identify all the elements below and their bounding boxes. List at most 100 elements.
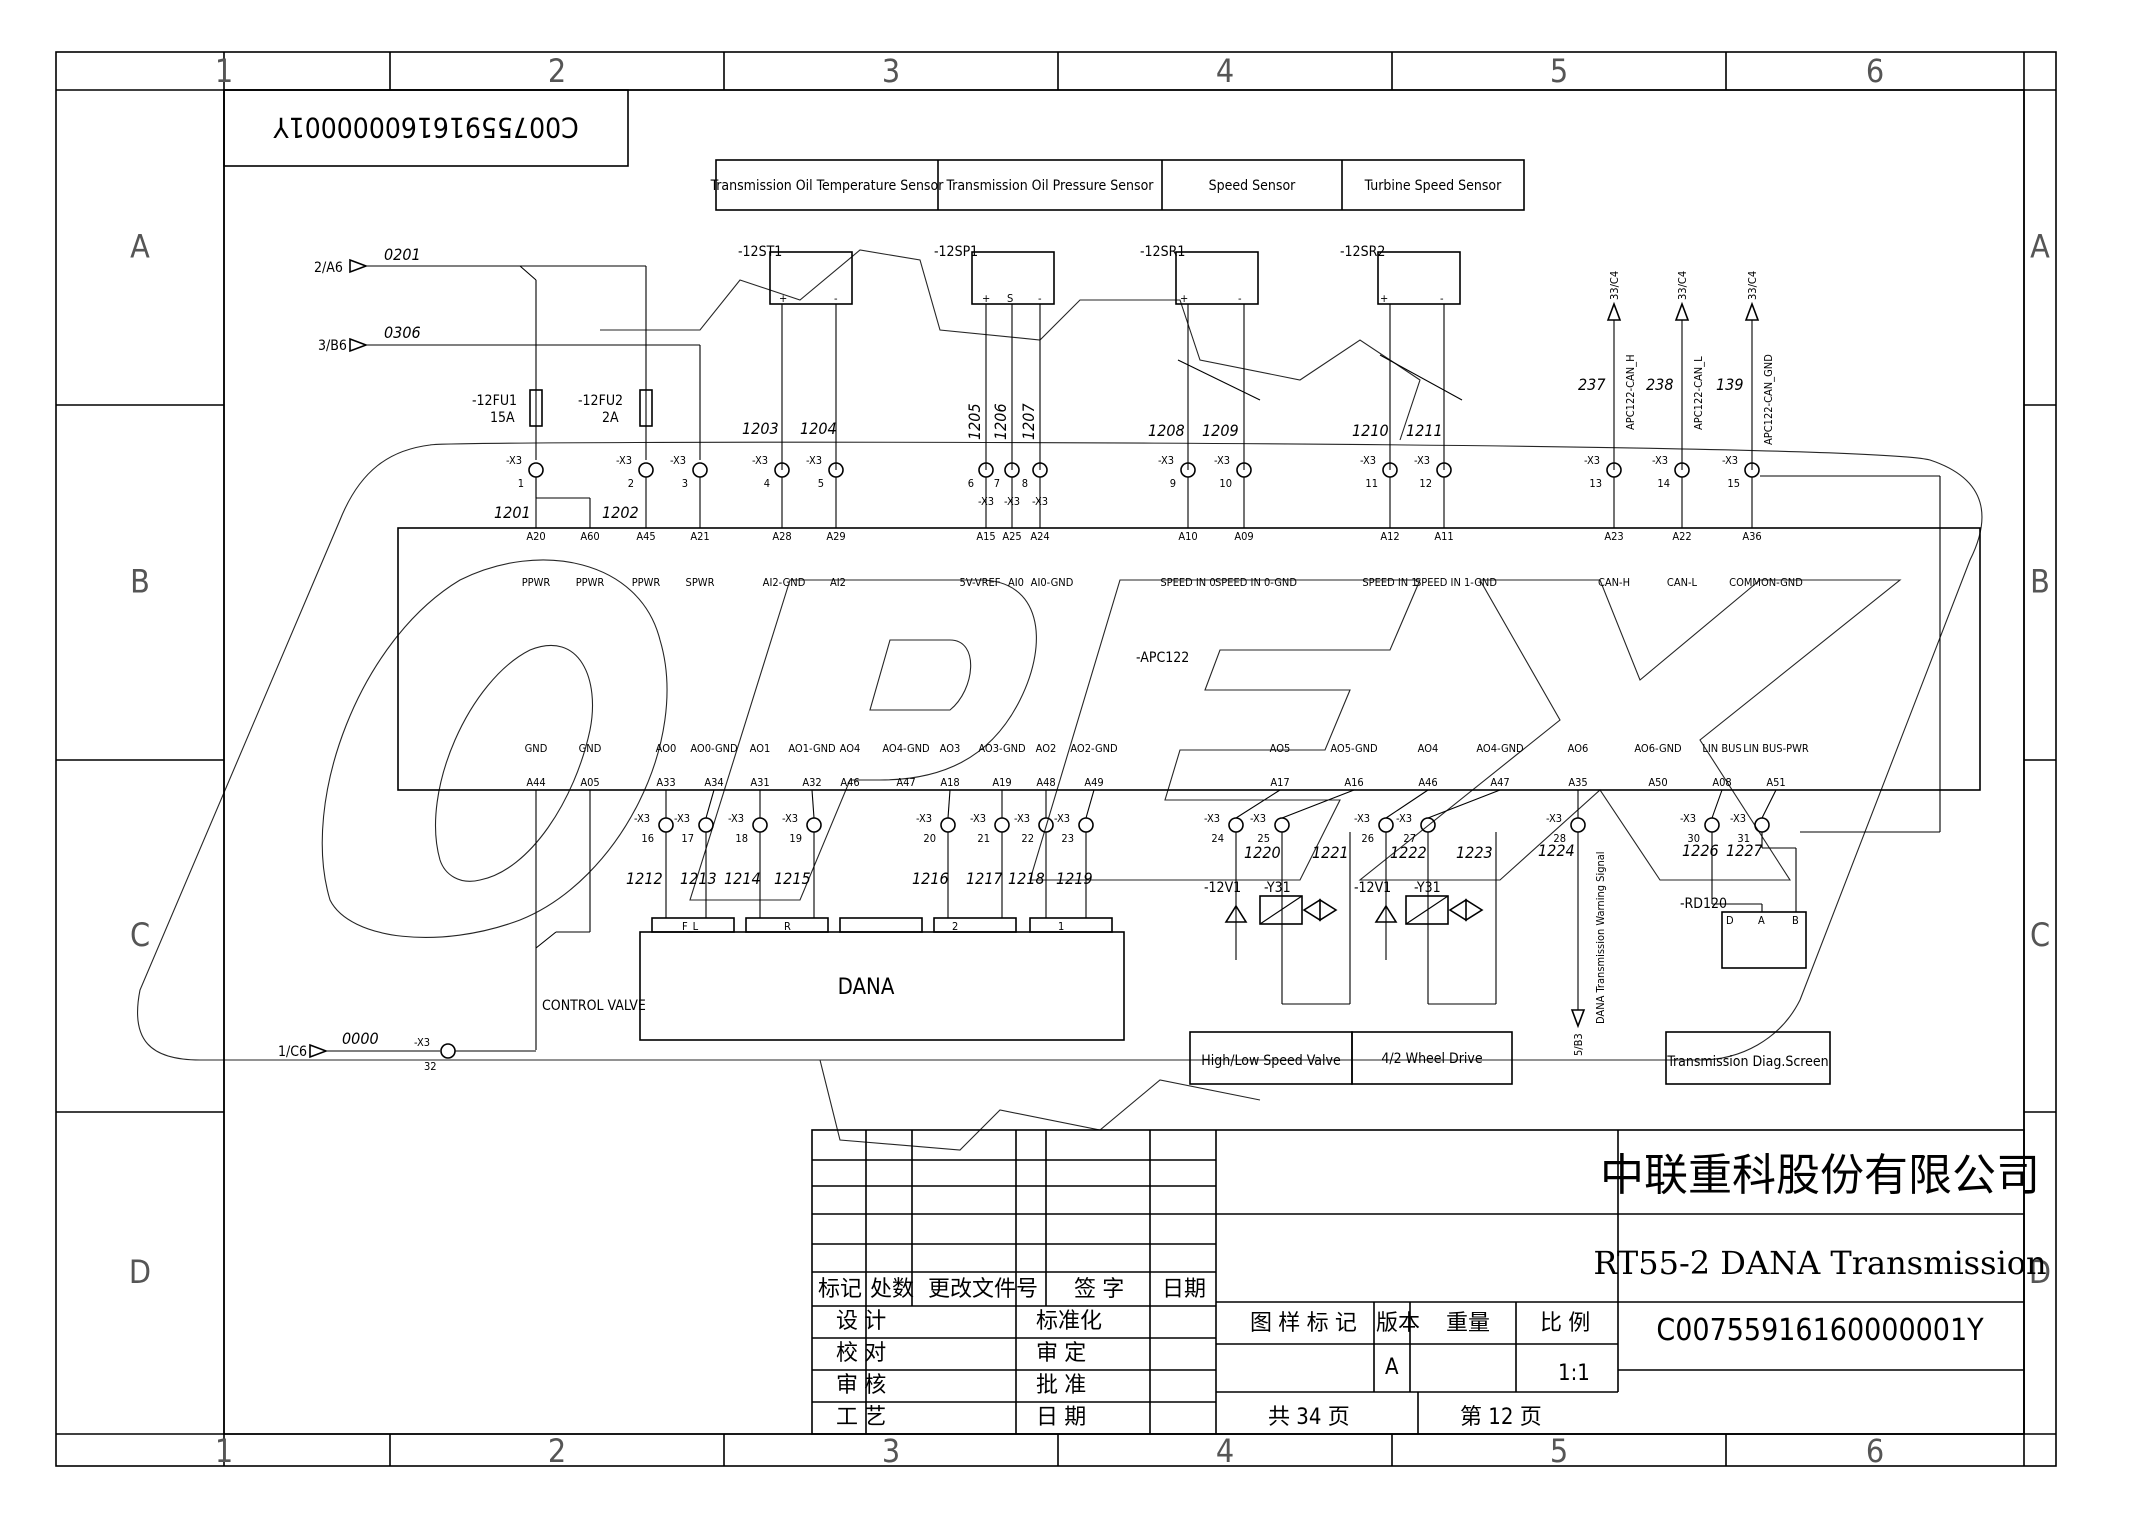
controller-signal-top: SPEED IN 0-GND bbox=[1215, 576, 1297, 589]
controller-signal-top: COMMON-GND bbox=[1729, 576, 1803, 589]
warning-signal-label: DANA Transmission Warning Signal bbox=[1594, 851, 1607, 1024]
wire-number: 1205 bbox=[965, 403, 984, 440]
can-signal: APC122-CAN_GND bbox=[1762, 354, 1775, 445]
controller-signal-bottom: AO5 bbox=[1270, 742, 1291, 755]
controller-signal-top: SPEED IN 1-GND bbox=[1415, 576, 1497, 589]
row-standard: 标准化 bbox=[1036, 1309, 1102, 1334]
drawing-title: RT55-2 DANA Transmission bbox=[1593, 1244, 2046, 1282]
wire-number: 1214 bbox=[724, 869, 761, 888]
terminal-number: 9 bbox=[1170, 477, 1176, 490]
sensor-label-speed: Speed Sensor bbox=[1209, 178, 1296, 194]
terminal-number: 12 bbox=[1419, 477, 1432, 490]
can-h-ref: 33/C4 237 APC122-CAN_H bbox=[1578, 271, 1637, 470]
can-outputs: 33/C4 237 APC122-CAN_H 33/C4 238 APC122-… bbox=[1578, 271, 1775, 470]
terminal-wire bbox=[1085, 789, 1095, 819]
zone-column-label: 5 bbox=[1550, 1432, 1568, 1470]
sensor-12SR2: -12SR2 + - bbox=[1340, 244, 1463, 470]
terminal-wire bbox=[811, 789, 815, 819]
terminal-number: 17 bbox=[681, 832, 694, 845]
terminal-x3-label: -X3 bbox=[1730, 812, 1746, 825]
terminal-x3 bbox=[1228, 817, 1244, 833]
zone-row-label: D bbox=[129, 1253, 151, 1291]
terminal-x3-label: -X3 bbox=[916, 812, 932, 825]
can-sheet-ref: 33/C4 bbox=[1608, 271, 1621, 300]
controller-pin-top: A22 bbox=[1672, 530, 1691, 543]
controller-pin-top: A09 bbox=[1234, 530, 1253, 543]
terminal-x3-label: -X3 bbox=[634, 812, 650, 825]
rd120-ref: -RD120 bbox=[1680, 896, 1727, 912]
zone-column-label: 2 bbox=[548, 1432, 566, 1470]
warning-sheet-ref: 5/B3 bbox=[1572, 1033, 1585, 1056]
terminal-x3-label: -X3 bbox=[1414, 454, 1430, 467]
controller-pin-bottom: A47 bbox=[896, 776, 915, 789]
zone-column-label: 1 bbox=[215, 52, 233, 90]
rd120-pin-d: D bbox=[1726, 914, 1734, 927]
row-authorize: 批 准 bbox=[1036, 1373, 1086, 1398]
pin-label: S bbox=[1007, 292, 1013, 305]
can-gnd-ref: 33/C4 139 APC122-CAN_GND bbox=[1716, 271, 1775, 470]
controller-signal-bottom: AO3-GND bbox=[978, 742, 1026, 755]
power-ref-2: 3/B6 bbox=[318, 338, 347, 354]
row-process: 工 艺 bbox=[836, 1405, 886, 1430]
scale-label: 比 例 bbox=[1540, 1311, 1590, 1336]
controller-pin-bottom: A50 bbox=[1648, 776, 1667, 789]
bottom-terminal-row: -X316-X317-X318-X319-X320-X321-X322-X323… bbox=[634, 789, 1777, 845]
dana-pin-fl: F_L bbox=[682, 920, 699, 933]
top-terminal-row: -X31-X32-X33-X34-X35-X36-X37-X38-X39-X31… bbox=[506, 454, 1760, 528]
can-wire: 238 bbox=[1646, 375, 1673, 394]
controller-signal-top: SPWR bbox=[686, 576, 715, 589]
terminal-number: 2 bbox=[628, 477, 634, 490]
controller-ref: -APC122 bbox=[1136, 650, 1189, 666]
terminal-number: 21 bbox=[977, 832, 990, 845]
terminal-x3-label: -X3 bbox=[782, 812, 798, 825]
wire-number: 1219 bbox=[1056, 869, 1093, 888]
terminal-number: 7 bbox=[994, 477, 1000, 490]
controller-pin-bottom: A16 bbox=[1344, 776, 1363, 789]
controller-pin-bottom: A49 bbox=[1084, 776, 1103, 789]
sensor-label-turbine-speed: Turbine Speed Sensor bbox=[1364, 178, 1502, 194]
version-value: A bbox=[1385, 1355, 1399, 1380]
controller-signal-top: 5V-VREF bbox=[960, 576, 1001, 589]
zone-column-label: 2 bbox=[548, 52, 566, 90]
zone-column-label: 1 bbox=[215, 1432, 233, 1470]
rev-header-count: 处数 bbox=[870, 1277, 914, 1302]
terminal-wire bbox=[1281, 789, 1355, 819]
terminal-number: 27 bbox=[1403, 832, 1416, 845]
wire-number: 1210 bbox=[1352, 421, 1389, 440]
terminal-x3-label: -X3 bbox=[1584, 454, 1600, 467]
can-sheet-ref: 33/C4 bbox=[1676, 271, 1689, 300]
wire-number: 1201 bbox=[494, 503, 531, 522]
controller-signal-bottom: AO4-GND bbox=[1476, 742, 1524, 755]
wire-number: 1207 bbox=[1019, 403, 1038, 440]
valve-ref-12v1-right: -12V1 bbox=[1354, 880, 1391, 896]
opex-watermark-logo bbox=[136, 249, 1983, 1151]
controller-signal-top: AI0-GND bbox=[1031, 576, 1074, 589]
row-check: 校 对 bbox=[836, 1341, 886, 1366]
controller-pin-top: A29 bbox=[826, 530, 845, 543]
terminal-x3-label: -X3 bbox=[728, 812, 744, 825]
fuse-rating-1: 15A bbox=[490, 410, 515, 426]
zone-column-label: 4 bbox=[1216, 52, 1234, 90]
controller-signal-bottom: AO2 bbox=[1036, 742, 1057, 755]
label-transmission-diag-screen: Transmission Diag.Screen bbox=[1666, 1054, 1828, 1070]
controller-pin-bottom: A46 bbox=[840, 776, 859, 789]
controller-signal-top: CAN-H bbox=[1598, 576, 1630, 589]
rev-header-date: 日期 bbox=[1162, 1277, 1206, 1302]
controller-pin-top: A11 bbox=[1434, 530, 1453, 543]
dana-transmission-block: F_L R 2 1 DANA bbox=[639, 832, 1125, 1041]
controller-pin-top: A20 bbox=[526, 530, 545, 543]
controller-signal-bottom: AO4 bbox=[1418, 742, 1439, 755]
controller-signal-bottom: AO0 bbox=[656, 742, 677, 755]
controller-pin-bottom: A48 bbox=[1036, 776, 1055, 789]
wire-number: 1206 bbox=[991, 403, 1010, 440]
terminal-x3 bbox=[752, 817, 768, 833]
zone-column-label: 3 bbox=[882, 1432, 900, 1470]
wire-number: 1212 bbox=[626, 869, 663, 888]
terminal-wire bbox=[1235, 789, 1281, 819]
terminal-x3-label: -X3 bbox=[616, 454, 632, 467]
title-block: 标记 处数 更改文件号 签 字 日期 设 计 校 对 审 核 工 艺 标准化 审… bbox=[811, 1129, 2047, 1435]
label-high-low-speed-valve: High/Low Speed Valve bbox=[1201, 1053, 1341, 1069]
wire-number: 1227 bbox=[1726, 841, 1763, 860]
